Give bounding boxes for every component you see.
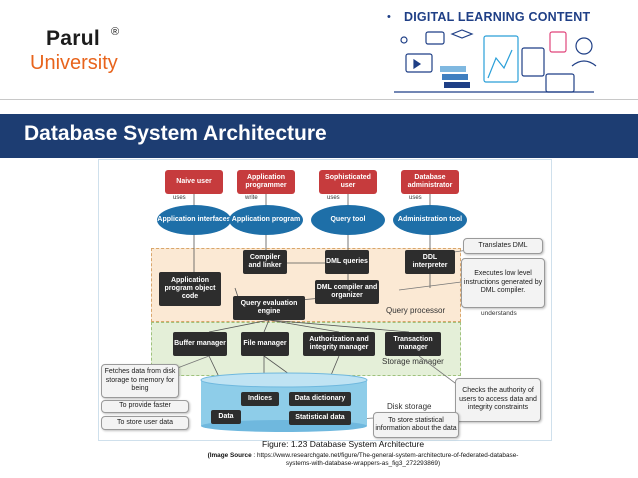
image-source-note: (Image Source : https://www.researchgate… bbox=[198, 452, 528, 468]
transaction-manager-box: Transaction manager bbox=[385, 332, 441, 356]
logo-parul-text: Parul bbox=[46, 27, 101, 50]
logo-university-text: University bbox=[30, 52, 118, 74]
dml-queries-box: DML queries bbox=[325, 250, 369, 274]
edge-label-uses: uses bbox=[409, 195, 422, 201]
callout-checks-authority: Checks the authority of users to access … bbox=[455, 378, 541, 422]
callout-fetches-data: Fetches data from disk storage to memory… bbox=[101, 364, 179, 398]
callout-executes-instructions: Executes low level instructions generate… bbox=[461, 258, 545, 308]
database-administrator-box: Database administrator bbox=[401, 170, 459, 194]
callout-provide-faster: To provide faster bbox=[101, 400, 189, 413]
edge-label-uses: uses bbox=[327, 195, 340, 201]
ddl-interpreter-box: DDL interpreter bbox=[405, 250, 455, 274]
dml-compiler-box: DML compiler and organizer bbox=[315, 280, 379, 304]
data-dictionary-box: Data dictionary bbox=[289, 392, 351, 406]
disk-storage-label: Disk storage bbox=[387, 402, 432, 411]
image-source-label: (Image Source bbox=[207, 452, 252, 459]
understands-text: understands bbox=[481, 310, 517, 317]
administration-tool-ellipse: Administration tool bbox=[393, 205, 467, 235]
query-processor-label: Query processor bbox=[386, 306, 446, 315]
edge-label-write: write bbox=[245, 195, 258, 201]
callout-store-statistical: To store statistical information about t… bbox=[373, 412, 459, 438]
storage-manager-label: Storage manager bbox=[382, 357, 444, 366]
header-divider bbox=[0, 99, 638, 100]
application-interfaces-ellipse: Application interfaces bbox=[157, 205, 231, 235]
edge-label-uses: uses bbox=[173, 195, 186, 201]
slide-title: Database System Architecture bbox=[24, 122, 327, 145]
digital-learning-title: DIGITAL LEARNING CONTENT bbox=[404, 10, 591, 24]
indices-box: Indices bbox=[241, 392, 279, 406]
query-tool-ellipse: Query tool bbox=[311, 205, 385, 235]
naive-user-box: Naive user bbox=[165, 170, 223, 194]
title-bar bbox=[0, 114, 638, 158]
dlc-bullet: • bbox=[387, 11, 391, 23]
authorization-integrity-manager-box: Authorization and integrity manager bbox=[303, 332, 375, 356]
image-source-text: : https://www.researchgate.net/figure/Th… bbox=[251, 452, 519, 467]
query-evaluation-engine-box: Query evaluation engine bbox=[233, 296, 305, 320]
application-object-code-box: Application program object code bbox=[159, 272, 221, 306]
statistical-data-box: Statistical data bbox=[289, 411, 351, 425]
data-box: Data bbox=[211, 410, 241, 424]
logo-registered-mark: ® bbox=[111, 26, 120, 38]
buffer-manager-box: Buffer manager bbox=[173, 332, 227, 356]
architecture-diagram: Query processor Storage manager bbox=[98, 159, 552, 441]
callout-translates-dml: Translates DML bbox=[463, 238, 543, 254]
application-programmer-box: Application programmer bbox=[237, 170, 295, 194]
compiler-linker-box: Compiler and linker bbox=[243, 250, 287, 274]
file-manager-box: File manager bbox=[241, 332, 289, 356]
callout-store-user-data: To store user data bbox=[101, 416, 189, 430]
application-program-ellipse: Application program bbox=[229, 205, 303, 235]
digital-learning-illustration-icon bbox=[394, 29, 597, 93]
figure-caption: Figure: 1.23 Database System Architectur… bbox=[262, 439, 425, 449]
sophisticated-user-box: Sophisticated user bbox=[319, 170, 377, 194]
